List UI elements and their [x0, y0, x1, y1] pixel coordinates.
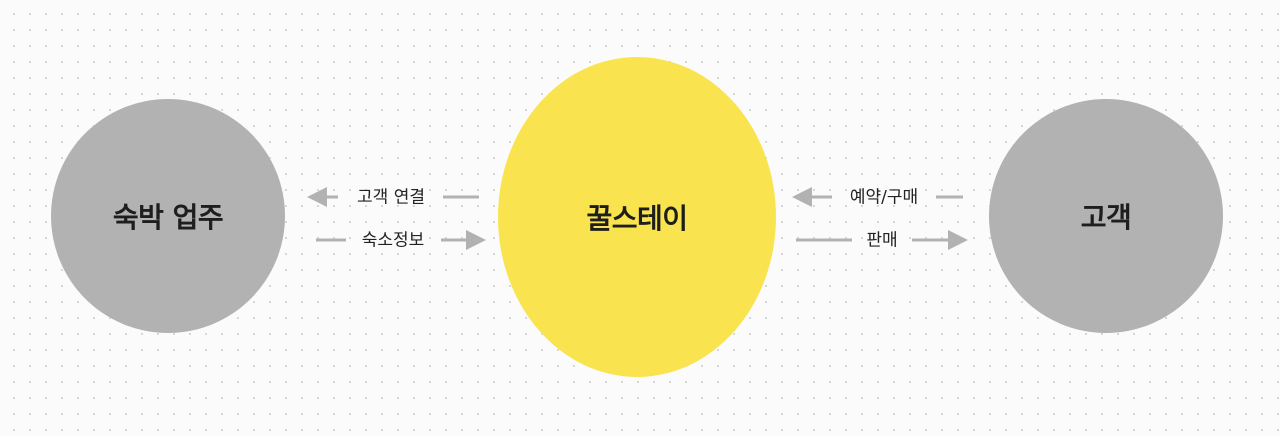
- arrowhead-right-icon: [466, 230, 486, 250]
- arrowhead-left-icon: [307, 187, 327, 207]
- node-accommodation-owner-label: 숙박 업주: [112, 201, 224, 234]
- node-kkulstay: 꿀스테이: [498, 57, 776, 377]
- arrow-left-to-center: [316, 230, 486, 250]
- flow-label-sales: 판매: [866, 230, 898, 251]
- node-customer-label: 고객: [1080, 201, 1132, 234]
- node-kkulstay-label: 꿀스테이: [586, 202, 688, 235]
- node-customer: 고객: [989, 99, 1223, 333]
- arrow-center-to-right: [796, 230, 968, 250]
- node-accommodation-owner: 숙박 업주: [51, 99, 285, 333]
- arrowhead-right-icon: [948, 230, 968, 250]
- arrowhead-left-icon: [792, 187, 812, 207]
- arrow-center-to-left: [307, 187, 479, 207]
- flow-label-accommodation-info: 숙소정보: [361, 230, 425, 251]
- flow-label-customer-connection: 고객 연결: [357, 187, 425, 208]
- arrow-right-to-center: [792, 187, 963, 207]
- flow-label-reservation-purchase: 예약/구매: [849, 187, 919, 208]
